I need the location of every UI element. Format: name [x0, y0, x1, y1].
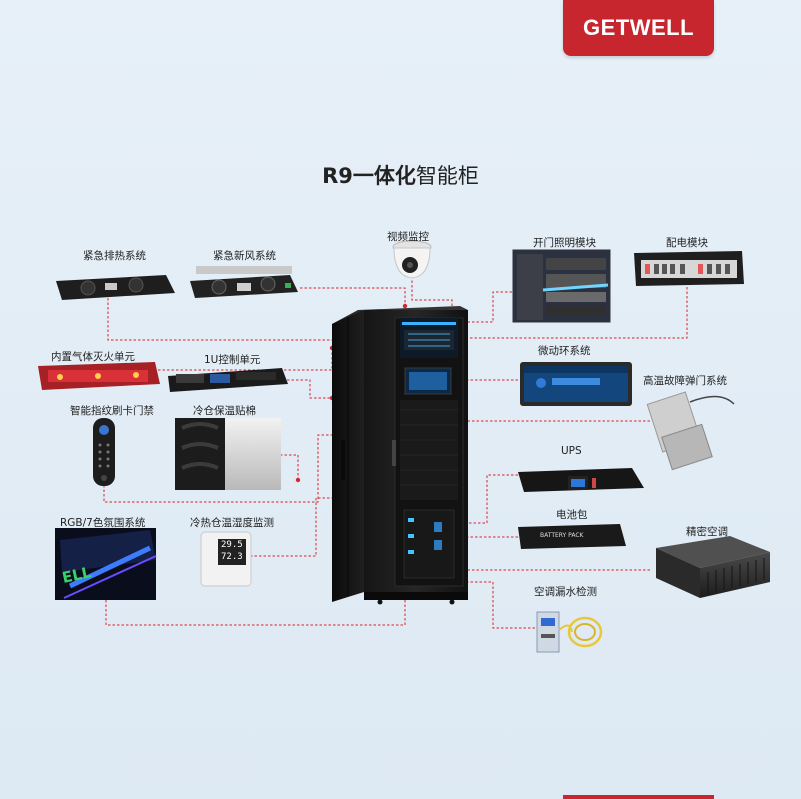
label-hightemp: 高温故障弹门系统 [643, 375, 727, 387]
microenv-screen [520, 362, 632, 406]
label-precision-ac: 精密空调 [686, 526, 728, 538]
fire-unit [38, 362, 160, 390]
cabinet [332, 306, 468, 605]
rgb-image [55, 528, 157, 600]
bottom-brand-band [563, 795, 714, 799]
brand-name: GETWELL [582, 15, 695, 40]
lighting-module [512, 249, 611, 323]
ups-unit [518, 468, 644, 492]
label-humidity: 冷热仓温湿度监测 [190, 517, 274, 529]
leak-device [536, 611, 603, 653]
diagram-title: R9一体化智能柜 [0, 160, 801, 190]
label-rgb: RGB/7色氛围系统 [60, 517, 146, 529]
label-ctrl1u: 1U控制单元 [204, 354, 261, 366]
ctrl1u-unit [168, 368, 288, 392]
fingerprint-device [93, 418, 115, 486]
label-microenv: 微动环系统 [538, 345, 591, 357]
label-video: 视频监控 [387, 231, 429, 243]
humidity-device [200, 531, 252, 587]
label-fire: 内置气体灭火单元 [51, 351, 135, 363]
label-fingerprint: 智能指纹刷卡门禁 [70, 405, 154, 417]
label-freshair: 紧急新风系统 [213, 250, 276, 262]
battery-pack-text: BATTERY PACK [540, 532, 584, 539]
battery-unit [518, 524, 626, 549]
label-leak: 空调漏水检测 [534, 586, 597, 598]
hightemp-device [646, 391, 735, 471]
label-power: 配电模块 [666, 237, 708, 249]
insulation-sample [175, 418, 281, 490]
humidity-temp-readout: 29.5 [221, 540, 243, 550]
label-insulation: 冷仓保温贴棉 [193, 405, 256, 417]
humidity-rh-readout: 72.3 [221, 552, 243, 562]
label-battery: 电池包 [556, 509, 588, 521]
title-suffix: 智能柜 [415, 164, 479, 188]
exhaust-unit [56, 275, 175, 300]
title-prefix: R9一体化 [322, 164, 416, 188]
brand-badge: GETWELL [563, 0, 714, 56]
freshair-unit [190, 266, 298, 298]
precision-ac-unit [656, 536, 770, 598]
camera-device [392, 240, 432, 279]
power-module [634, 251, 744, 286]
label-ups: UPS [561, 445, 582, 457]
label-exhaust: 紧急排热系统 [83, 250, 146, 262]
label-lighting: 开门照明模块 [533, 237, 596, 249]
